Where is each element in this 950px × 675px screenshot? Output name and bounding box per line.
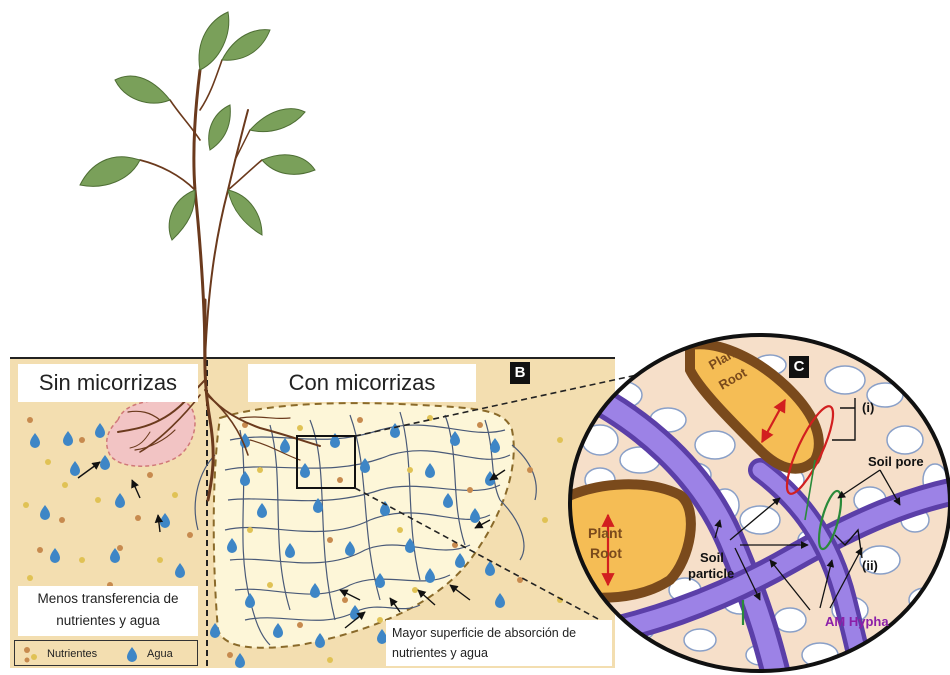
label-sin-micorrizas: Sin micorrizas [18,364,198,402]
panel-b-badge: B [510,362,530,384]
plant-root-left-label-1: Plant [588,525,623,541]
note-mayor-superficie: Mayor superficie de absorción de nutrien… [386,620,612,666]
plant-root-left-label-2: Root [590,545,622,561]
am-hypha-label: AM Hypha [825,614,889,629]
soil-pore-label: Soil pore [868,454,924,469]
marker-ii: (ii) [862,558,878,573]
soil-particle-label-1: Soil [700,550,724,565]
legend-box: Nutrientes Agua [14,640,198,666]
legend-nutrientes-label: Nutrientes [47,641,97,667]
label-con-micorrizas: Con micorrizas [248,364,476,402]
marker-i: (i) [862,400,874,415]
legend-agua-label: Agua [147,641,173,667]
soil-particle-label-2: particle [688,566,734,581]
panel-c-badge: C [789,356,809,378]
note-menos-transferencia: Menos transferencia de nutrientes y agua [18,586,198,636]
